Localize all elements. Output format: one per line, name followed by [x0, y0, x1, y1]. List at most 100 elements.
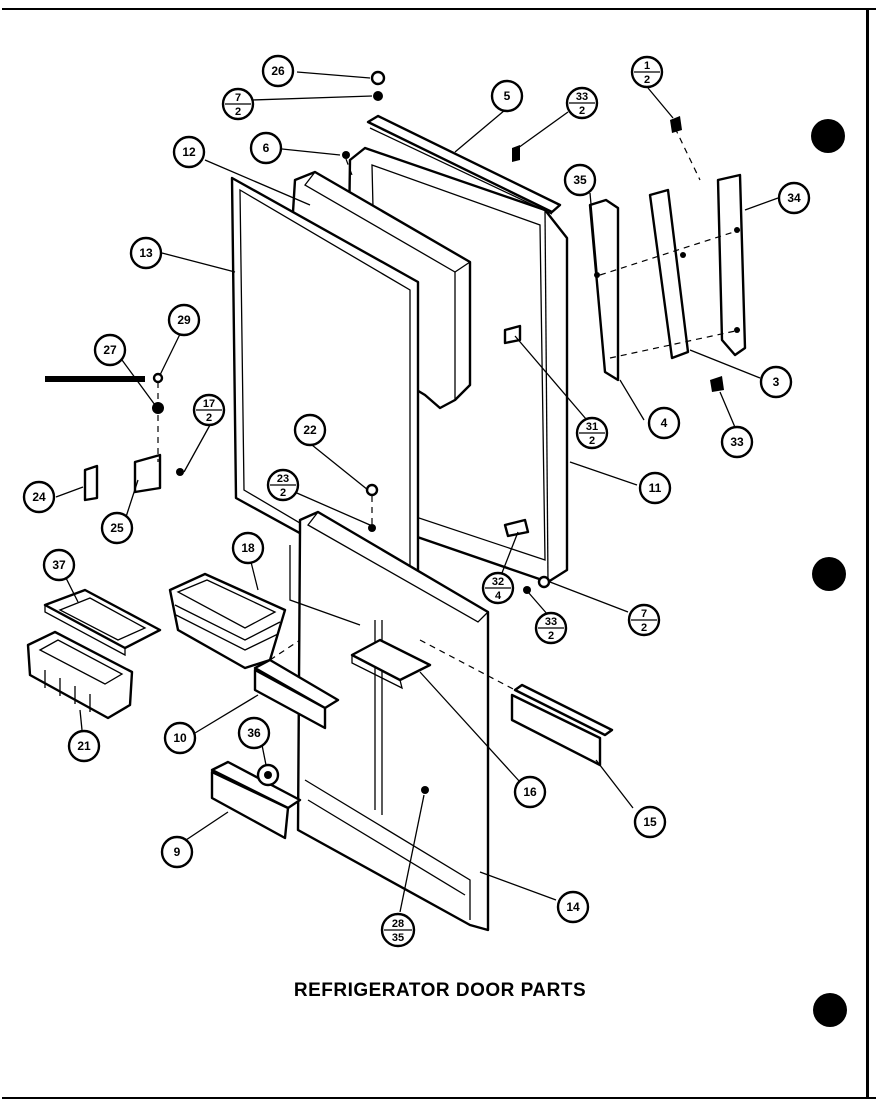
- binder-hole-bottom: [813, 993, 847, 1027]
- svg-text:2: 2: [589, 435, 595, 447]
- callout-22: 22: [293, 413, 327, 447]
- callout-15: 15: [633, 805, 667, 839]
- svg-text:2: 2: [644, 74, 650, 86]
- svg-text:32: 32: [492, 576, 504, 588]
- top-border-line: [2, 8, 876, 10]
- svg-text:3: 3: [773, 375, 780, 389]
- dispenser-assembly: [210, 760, 302, 840]
- svg-text:7: 7: [641, 608, 647, 620]
- svg-text:33: 33: [576, 91, 588, 103]
- callout-6: 6: [249, 131, 283, 165]
- svg-text:31: 31: [586, 421, 598, 433]
- svg-text:27: 27: [103, 343, 117, 357]
- callout-9: 9: [160, 835, 194, 869]
- svg-text:25: 25: [110, 521, 124, 535]
- callout-17-over-2: 17 2: [192, 393, 226, 427]
- callout-32-over-4: 32 4: [481, 571, 515, 605]
- svg-text:35: 35: [392, 932, 404, 944]
- svg-text:36: 36: [247, 726, 261, 740]
- callout-36: 36: [237, 716, 271, 750]
- callout-23-over-2: 23 2: [266, 468, 300, 502]
- callout-27: 27: [93, 333, 127, 367]
- svg-text:2: 2: [641, 622, 647, 634]
- right-border-line: [866, 10, 869, 1097]
- leader-lines: [55, 71, 779, 913]
- svg-text:21: 21: [77, 739, 91, 753]
- svg-text:17: 17: [203, 398, 215, 410]
- svg-text:4: 4: [661, 416, 668, 430]
- svg-text:12: 12: [182, 145, 196, 159]
- callout-12: 12: [172, 135, 206, 169]
- callout-4: 4: [647, 406, 681, 440]
- svg-text:14: 14: [566, 900, 580, 914]
- svg-text:28: 28: [392, 918, 404, 930]
- callout-24: 24: [22, 480, 56, 514]
- svg-text:2: 2: [206, 412, 212, 424]
- callout-10: 10: [163, 721, 197, 755]
- svg-text:5: 5: [504, 89, 511, 103]
- callout-18: 18: [231, 531, 265, 565]
- callout-3: 3: [759, 365, 793, 399]
- svg-text:23: 23: [277, 473, 289, 485]
- svg-text:16: 16: [523, 785, 537, 799]
- shelf-rail: [419, 639, 614, 767]
- svg-text:33: 33: [545, 616, 557, 628]
- callout-31-over-2: 31 2: [575, 416, 609, 450]
- svg-text:2: 2: [548, 630, 554, 642]
- callout-7-over-2-bottom: 7 2: [627, 603, 661, 637]
- svg-text:26: 26: [271, 64, 285, 78]
- svg-text:29: 29: [177, 313, 191, 327]
- svg-text:18: 18: [241, 541, 255, 555]
- svg-text:35: 35: [573, 173, 587, 187]
- svg-text:10: 10: [173, 731, 187, 745]
- svg-text:15: 15: [643, 815, 657, 829]
- callout-1-over-2: 1 2: [630, 55, 664, 89]
- callout-29: 29: [167, 303, 201, 337]
- ice-tray: [26, 630, 134, 720]
- small-shelf: [350, 638, 432, 690]
- callout-28-over-35: 28 35: [380, 912, 416, 948]
- svg-text:33: 33: [730, 435, 744, 449]
- callout-35: 35: [563, 163, 597, 197]
- callout-25: 25: [100, 511, 134, 545]
- callout-33-over-2-top: 33 2: [565, 86, 599, 120]
- svg-text:11: 11: [649, 481, 662, 495]
- callout-14: 14: [556, 890, 590, 924]
- callout-37: 37: [42, 548, 76, 582]
- callout-33-over-2-bottom: 33 2: [534, 611, 568, 645]
- top-trim-strip: [366, 114, 562, 215]
- bottom-border-line: [2, 1097, 876, 1099]
- binder-hole-middle: [812, 557, 846, 591]
- hardware-fasteners: [83, 70, 724, 794]
- shelf-bracket: [253, 639, 340, 730]
- binder-hole-top: [811, 119, 845, 153]
- callout-16: 16: [513, 775, 547, 809]
- callout-34: 34: [777, 181, 811, 215]
- svg-text:6: 6: [263, 141, 270, 155]
- callout-13: 13: [129, 236, 163, 270]
- svg-text:2: 2: [280, 487, 286, 499]
- diagram-title: REFRIGERATOR DOOR PARTS: [293, 980, 587, 1001]
- svg-text:24: 24: [32, 490, 46, 504]
- callout-26: 26: [261, 54, 295, 88]
- svg-text:13: 13: [139, 246, 153, 260]
- svg-text:7: 7: [235, 92, 241, 104]
- callout-5: 5: [490, 79, 524, 113]
- callout-7-over-2-top: 7 2: [221, 87, 255, 121]
- hinge-bracket-set: [588, 127, 747, 382]
- callout-11: 11: [638, 471, 672, 505]
- svg-text:2: 2: [579, 105, 585, 117]
- ice-tray-cover: [43, 588, 162, 657]
- svg-text:9: 9: [174, 845, 181, 859]
- svg-text:2: 2: [235, 106, 241, 118]
- scan-smudge: [45, 376, 145, 382]
- svg-text:34: 34: [787, 191, 801, 205]
- svg-text:22: 22: [303, 423, 317, 437]
- svg-text:1: 1: [644, 60, 650, 72]
- callout-21: 21: [67, 729, 101, 763]
- svg-text:4: 4: [495, 590, 502, 602]
- svg-text:37: 37: [52, 558, 66, 572]
- callout-33: 33: [720, 425, 754, 459]
- storage-bin: [168, 572, 287, 670]
